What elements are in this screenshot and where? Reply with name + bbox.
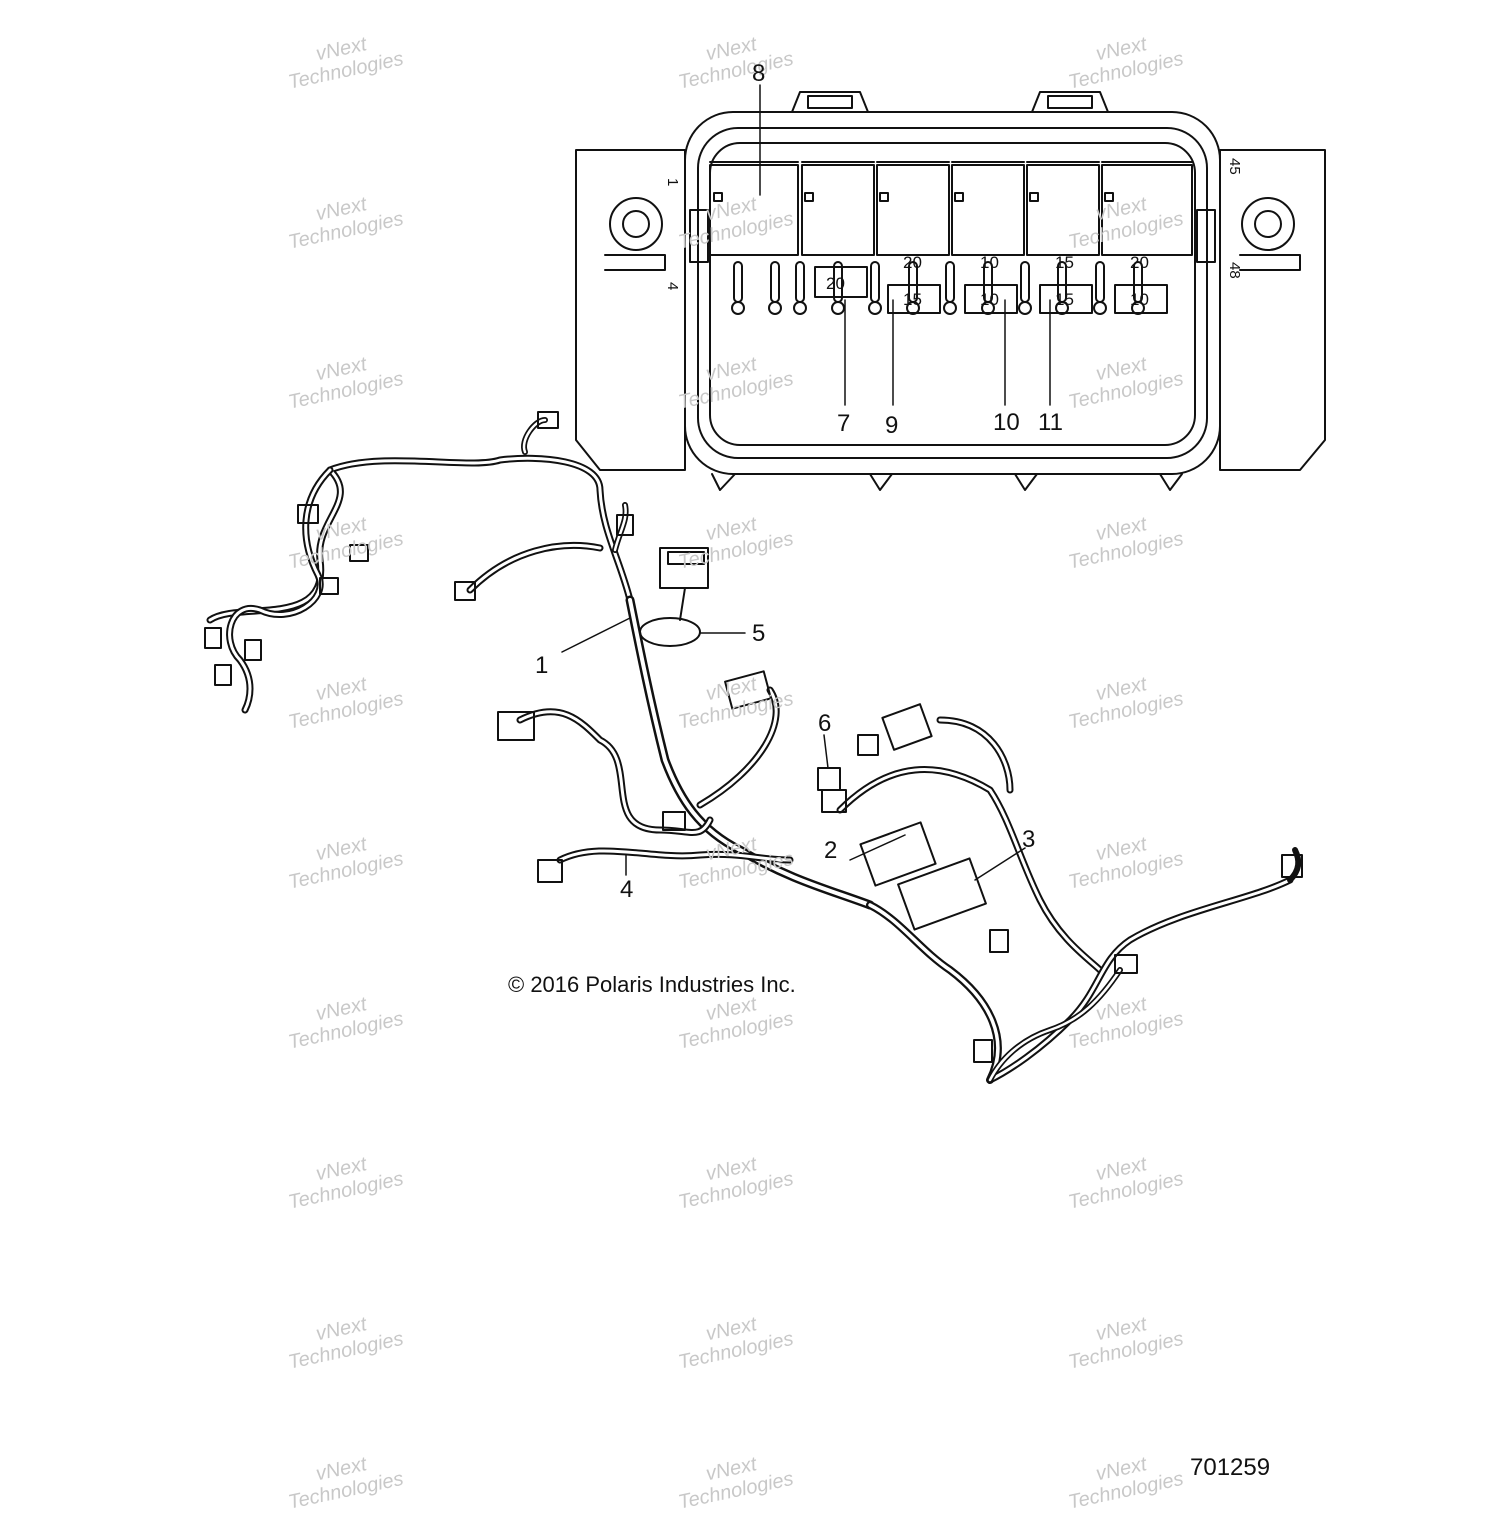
callout-7: 7 — [837, 410, 851, 437]
pin-label: 1 — [664, 178, 681, 186]
fuse-rating-bottom: 10 — [1130, 290, 1149, 309]
callout-3: 3 — [1022, 826, 1036, 853]
fuse-rating-bottom: 20 — [826, 274, 845, 293]
pin-label: 48 — [1226, 262, 1243, 279]
diagram-part-number: 701259 — [1190, 1454, 1271, 1481]
terminal-head — [943, 301, 957, 315]
callout-1: 1 — [535, 652, 549, 679]
copyright-notice: © 2016 Polaris Industries Inc. — [508, 972, 796, 997]
terminal-head — [868, 301, 882, 315]
relay — [1026, 164, 1100, 256]
relay — [876, 164, 950, 256]
fuse-rating-top: 10 — [980, 253, 999, 272]
callout-8: 8 — [752, 60, 766, 87]
fuse-rating-bottom: 10 — [980, 290, 999, 309]
fuse-rating-top: 20 — [903, 253, 922, 272]
terminal-head — [831, 301, 845, 315]
fuse-rating-top: 20 — [1130, 253, 1149, 272]
terminal-post — [1095, 261, 1105, 303]
terminal-head — [1093, 301, 1107, 315]
terminal-post — [795, 261, 805, 303]
terminal-head — [768, 301, 782, 315]
relay — [801, 164, 875, 256]
callout-9: 9 — [885, 412, 899, 439]
relay — [1101, 164, 1193, 256]
callout-11: 11 — [1038, 409, 1063, 436]
terminal-post — [945, 261, 955, 303]
callout-2: 2 — [824, 837, 838, 864]
relay — [951, 164, 1025, 256]
relay — [709, 164, 799, 256]
callout-10: 10 — [993, 409, 1020, 436]
terminal-head — [793, 301, 807, 315]
terminal-post — [733, 261, 743, 303]
terminal-post — [770, 261, 780, 303]
terminal-post — [870, 261, 880, 303]
fuse-rating-bottom: 15 — [903, 290, 922, 309]
fuse-box-detail — [575, 84, 1326, 491]
fuse-rating-top: 15 — [1055, 253, 1074, 272]
terminal-post — [1020, 261, 1030, 303]
terminal-head — [1018, 301, 1032, 315]
fuse-rating-bottom: 15 — [1055, 290, 1074, 309]
terminal-head — [731, 301, 745, 315]
main-harness — [204, 411, 1303, 1084]
pin-label: 4 — [664, 282, 681, 290]
callout-4: 4 — [620, 876, 634, 903]
pin-label: 45 — [1226, 158, 1243, 175]
callout-6: 6 — [818, 710, 832, 737]
callout-5: 5 — [752, 620, 766, 647]
